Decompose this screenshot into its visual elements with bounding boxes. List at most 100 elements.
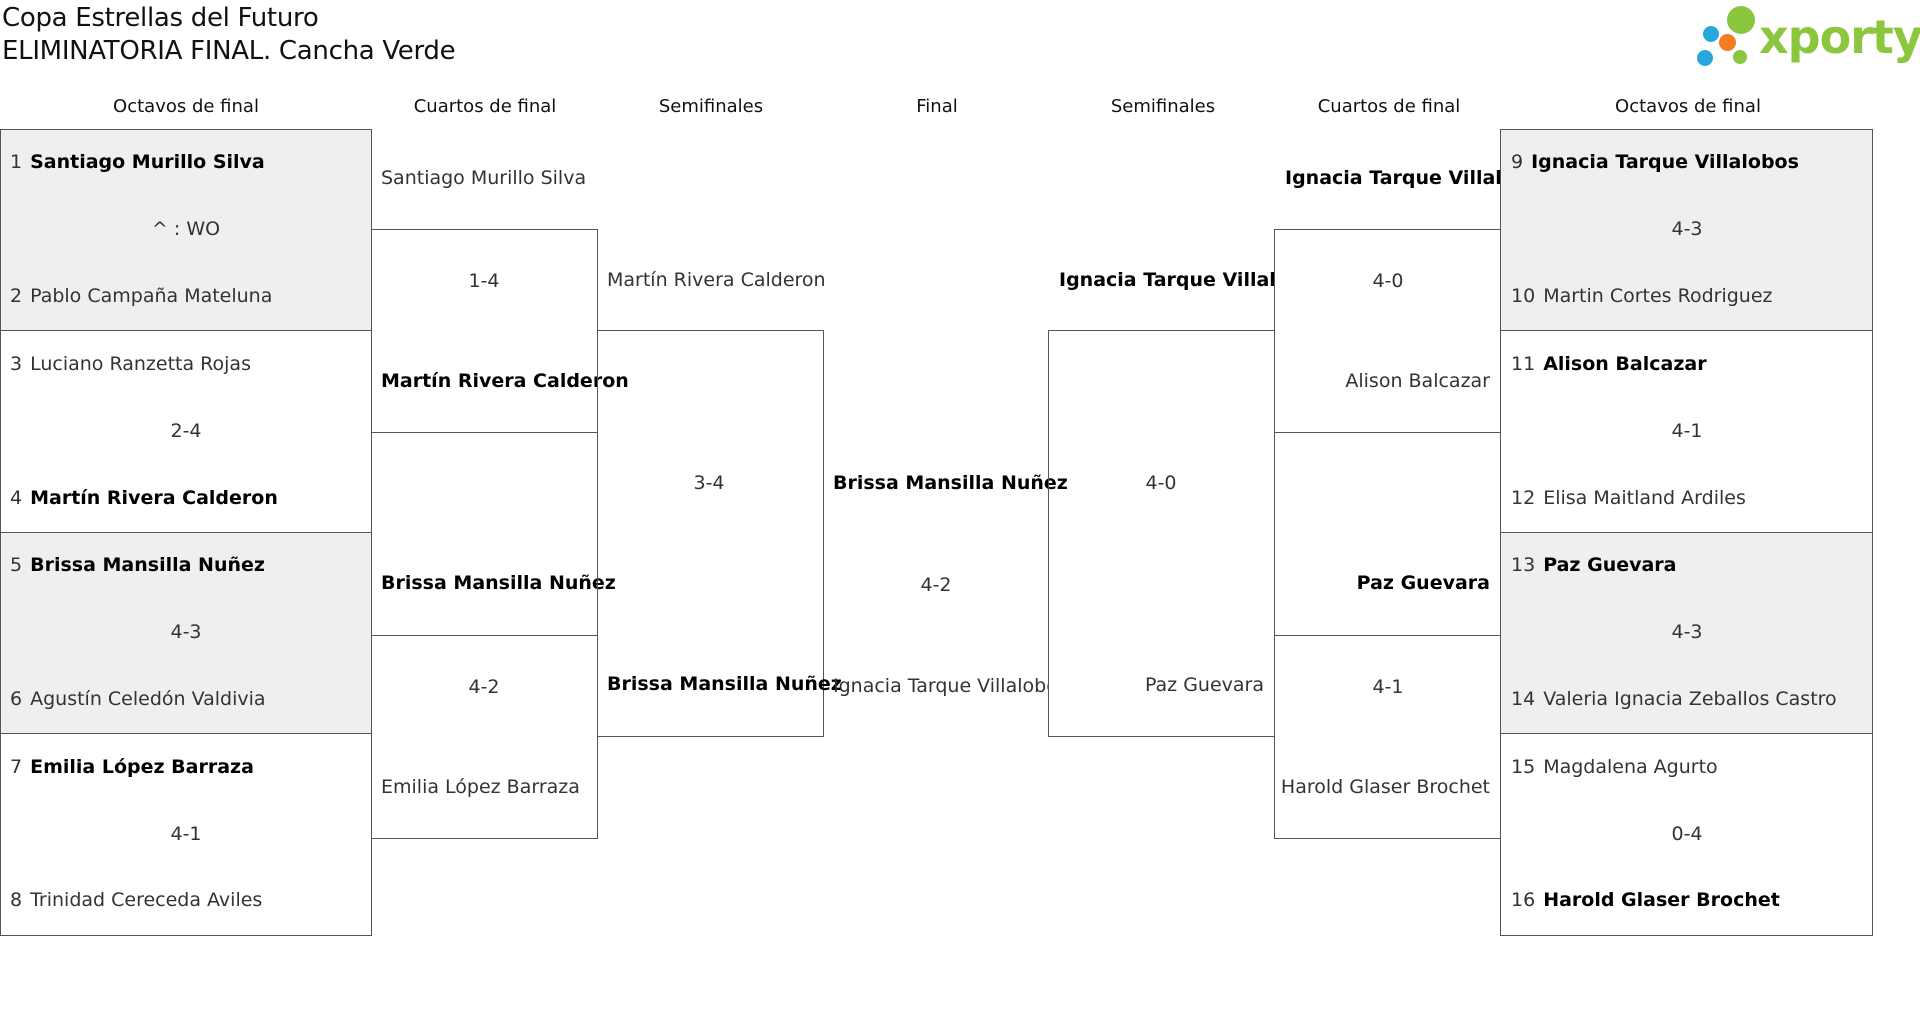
match-score: 4-3 xyxy=(1671,621,1703,643)
header-right-sf: Semifinales xyxy=(1110,96,1216,117)
seed-number: 11 xyxy=(1511,353,1536,375)
match-box-left-qf-2 xyxy=(371,635,598,839)
header-final: Final xyxy=(916,96,958,117)
match-box-left-r16-3 xyxy=(0,532,372,734)
match-score: ^ : WO xyxy=(151,218,221,240)
seed-number: 4 xyxy=(10,487,23,509)
match-box-right-sf xyxy=(1048,330,1275,737)
match-box-right-r16-4 xyxy=(1500,733,1873,936)
seed-number: 7 xyxy=(10,756,23,778)
player-entry[interactable]: 10 Martin Cortes Rodriguez xyxy=(1511,284,1773,308)
player-name: Magdalena Agurto xyxy=(1543,756,1718,778)
final-score: 4-2 xyxy=(920,574,952,596)
player-name: Brissa Mansilla Nuñez xyxy=(30,554,265,576)
player-name[interactable]: Alison Balcazar xyxy=(1345,370,1490,392)
seed-number: 15 xyxy=(1511,756,1536,778)
seed-number: 8 xyxy=(10,889,23,911)
match-score: 0-4 xyxy=(1671,823,1703,845)
seed-number: 5 xyxy=(10,554,23,576)
match-box-left-r16-1 xyxy=(0,129,372,331)
player-entry[interactable]: 15 Magdalena Agurto xyxy=(1511,755,1718,779)
header-right-qf: Cuartos de final xyxy=(1317,96,1461,117)
seed-number: 10 xyxy=(1511,285,1536,307)
seed-number: 3 xyxy=(10,353,23,375)
player-name: Trinidad Cereceda Aviles xyxy=(30,889,263,911)
player-name[interactable]: Martín Rivera Calderon xyxy=(381,370,629,392)
player-entry[interactable]: 7 Emilia López Barraza xyxy=(10,755,254,779)
player-name: Agustín Celedón Valdivia xyxy=(30,688,266,710)
seed-number: 16 xyxy=(1511,889,1536,911)
player-name: Emilia López Barraza xyxy=(30,756,254,778)
player-name[interactable]: Martín Rivera Calderon xyxy=(607,269,826,291)
match-score: 2-4 xyxy=(170,420,202,442)
match-score: 1-4 xyxy=(468,270,500,292)
player-name[interactable]: Emilia López Barraza xyxy=(381,776,580,798)
match-box-left-qf-1 xyxy=(371,229,598,433)
logo-text: xporty xyxy=(1759,10,1920,64)
player-entry[interactable]: 1 Santiago Murillo Silva xyxy=(10,150,265,174)
seed-number: 1 xyxy=(10,151,23,173)
match-score: 4-1 xyxy=(170,823,202,845)
player-name[interactable]: Paz Guevara xyxy=(1356,572,1490,594)
match-box-right-qf-2 xyxy=(1274,635,1501,839)
final-player-name[interactable]: Ignacia Tarque Villalobos xyxy=(833,675,1049,697)
match-score: 4-0 xyxy=(1145,472,1177,494)
player-name: Paz Guevara xyxy=(1543,554,1677,576)
match-box-right-r16-3 xyxy=(1500,532,1873,734)
logo-dot-green-icon xyxy=(1727,6,1755,34)
player-entry[interactable]: 6 Agustín Celedón Valdivia xyxy=(10,687,266,711)
header-left-sf: Semifinales xyxy=(658,96,764,117)
match-box-right-qf-1 xyxy=(1274,229,1501,433)
seed-number: 2 xyxy=(10,285,23,307)
player-name[interactable]: Harold Glaser Brochet xyxy=(1280,776,1490,798)
player-name[interactable]: Brissa Mansilla Nuñez xyxy=(607,673,842,695)
xporty-logo: xporty xyxy=(1695,4,1920,70)
player-name: Alison Balcazar xyxy=(1543,353,1707,375)
logo-dot-blue-small-icon xyxy=(1697,50,1713,66)
player-entry[interactable]: 2 Pablo Campaña Mateluna xyxy=(10,284,272,308)
match-score: 4-1 xyxy=(1372,676,1404,698)
player-name[interactable]: Paz Guevara xyxy=(1144,674,1264,696)
player-name: Valeria Ignacia Zeballos Castro xyxy=(1543,688,1837,710)
seed-number: 13 xyxy=(1511,554,1536,576)
tournament-name: Copa Estrellas del Futuro xyxy=(2,3,319,33)
player-entry[interactable]: 13 Paz Guevara xyxy=(1511,553,1677,577)
player-name: Santiago Murillo Silva xyxy=(30,151,265,173)
match-score: 4-3 xyxy=(1671,218,1703,240)
header-left-qf: Cuartos de final xyxy=(413,96,557,117)
page-title: Copa Estrellas del Futuro ELIMINATORIA F… xyxy=(2,2,456,68)
seed-number: 14 xyxy=(1511,688,1536,710)
player-entry[interactable]: 11 Alison Balcazar xyxy=(1511,352,1707,376)
player-entry[interactable]: 14 Valeria Ignacia Zeballos Castro xyxy=(1511,687,1837,711)
player-entry[interactable]: 16 Harold Glaser Brochet xyxy=(1511,888,1780,912)
player-entry[interactable]: 4 Martín Rivera Calderon xyxy=(10,486,278,510)
match-score: 4-0 xyxy=(1372,270,1404,292)
player-entry[interactable]: 8 Trinidad Cereceda Aviles xyxy=(10,888,262,912)
match-score: 4-1 xyxy=(1671,420,1703,442)
seed-number: 6 xyxy=(10,688,23,710)
match-box-right-r16-1 xyxy=(1500,129,1873,331)
match-box-left-sf xyxy=(597,330,824,737)
player-name: Martín Rivera Calderon xyxy=(30,487,278,509)
player-name: Martin Cortes Rodriguez xyxy=(1543,285,1773,307)
logo-dot-green-small-icon xyxy=(1733,50,1747,64)
header-right-r16: Octavos de final xyxy=(1615,96,1761,117)
header-left-r16: Octavos de final xyxy=(113,96,259,117)
player-name: Pablo Campaña Mateluna xyxy=(30,285,273,307)
player-name[interactable]: Ignacia Tarque Villalobos xyxy=(1059,269,1275,291)
player-name[interactable]: Santiago Murillo Silva xyxy=(381,167,587,189)
final-player-name[interactable]: Brissa Mansilla Nuñez xyxy=(833,472,1068,494)
player-name[interactable]: Brissa Mansilla Nuñez xyxy=(381,572,616,594)
player-name: Harold Glaser Brochet xyxy=(1543,889,1780,911)
player-name[interactable]: Ignacia Tarque Villalobos xyxy=(1285,167,1501,189)
seed-number: 12 xyxy=(1511,487,1536,509)
player-entry[interactable]: 5 Brissa Mansilla Nuñez xyxy=(10,553,265,577)
seed-number: 9 xyxy=(1511,151,1524,173)
logo-dot-orange-icon xyxy=(1719,34,1736,51)
match-score: 4-2 xyxy=(468,676,500,698)
stage-name: ELIMINATORIA FINAL. Cancha Verde xyxy=(2,36,456,66)
logo-dot-blue-icon xyxy=(1703,26,1719,42)
